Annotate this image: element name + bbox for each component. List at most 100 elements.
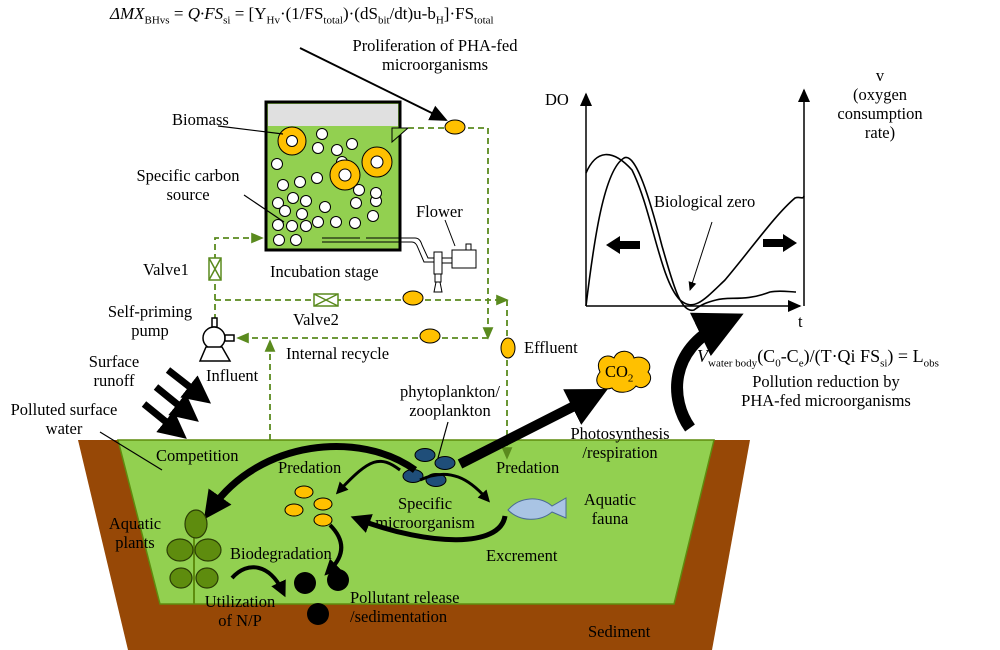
graph-t-label: t xyxy=(798,312,803,331)
biomass-label: Biomass xyxy=(172,110,229,129)
co2-label: CO2 xyxy=(605,362,633,388)
valve2-label: Valve2 xyxy=(293,310,339,329)
fish-icon xyxy=(507,497,567,520)
runoff-arrows xyxy=(141,367,212,439)
eq-term: Q·FS xyxy=(187,4,224,23)
pump-label: Self-priming pump xyxy=(95,302,205,340)
photosynthesis-label: Photosynthesis /respiration xyxy=(560,424,680,462)
plankton-cells xyxy=(402,448,456,487)
proliferation-label: Proliferation of PHA-fed microorganisms xyxy=(330,36,540,74)
label-line: Aquatic xyxy=(583,490,637,509)
eq-sub: si xyxy=(880,357,888,370)
specific-micro-label: Specific microorganism xyxy=(360,494,490,532)
valve2-icon[interactable] xyxy=(313,293,339,307)
biodegradation-label: Biodegradation xyxy=(230,544,332,563)
label-line: water xyxy=(45,419,83,438)
eq-term: )·(dS xyxy=(342,4,378,23)
pha-particles xyxy=(284,485,333,527)
label-line: Photosynthesis xyxy=(570,424,670,443)
eq-term: -C xyxy=(780,346,799,366)
eq-term: /dt)u-b xyxy=(389,4,436,23)
label-line: /sedimentation xyxy=(350,607,448,626)
pha-capsules xyxy=(402,119,516,359)
polluted-water-pointer xyxy=(99,431,163,471)
carbon-source-particles xyxy=(271,128,382,246)
label-line: v xyxy=(875,66,885,85)
label-line: pump xyxy=(131,321,169,340)
aquatic-plant-icon xyxy=(166,509,222,604)
eq-term: ) = L xyxy=(887,346,924,366)
eq-sub: 0 xyxy=(775,357,781,370)
label-line: Aquatic xyxy=(108,514,162,533)
eq-term: ·(1/FS xyxy=(279,4,324,23)
photosynthesis-arrow xyxy=(457,388,608,469)
pollution-equation: Vwater body(C0-Ce)/(T·Qi FSsi) = Lobs xyxy=(697,346,939,370)
eq-sub: H xyxy=(435,14,444,27)
eq-sub: total xyxy=(323,14,343,27)
label-line: runoff xyxy=(93,371,135,390)
surface-runoff-label: Surface runoff xyxy=(74,352,154,390)
aquatic-fauna-label: Aquatic fauna xyxy=(570,490,650,528)
co2-cloud-icon xyxy=(596,350,652,393)
shift-arrows xyxy=(606,234,797,254)
pollution-reduction-label: Pollution reduction by PHA-fed microorga… xyxy=(706,372,946,410)
label-line: Surface xyxy=(88,352,140,371)
label-line: Pollutant release xyxy=(350,588,460,607)
label-line: /respiration xyxy=(582,443,658,462)
label-line: Polluted surface xyxy=(10,400,118,419)
polluted-water-label: Polluted surface water xyxy=(0,400,128,438)
carbon-source-label: Specific carbon source xyxy=(128,166,248,204)
pollutant-particles xyxy=(294,569,349,625)
label-line: source xyxy=(166,185,210,204)
label-line: plants xyxy=(115,533,155,552)
reduction-arrow xyxy=(671,312,744,432)
co2-sub: 2 xyxy=(627,372,634,385)
eq-sub: bit xyxy=(377,14,390,27)
label-line: consumption xyxy=(837,104,923,123)
label-line: fauna xyxy=(591,509,629,528)
biological-zero-label: Biological zero xyxy=(654,192,756,211)
predation-left-label: Predation xyxy=(278,458,342,477)
flower-label: Flower xyxy=(416,202,463,221)
label-line: Utilization xyxy=(204,592,276,611)
ecosystem-arrows xyxy=(203,443,508,598)
aeration-pipe xyxy=(322,219,477,293)
effluent-label: Effluent xyxy=(524,338,578,357)
plankton-label: phytoplankton/ zooplankton xyxy=(380,382,520,420)
label-line: Specific carbon xyxy=(136,166,240,185)
pollutant-release-label: Pollutant release /sedimentation xyxy=(350,588,460,626)
influent-label: Influent xyxy=(206,366,259,385)
eq-term: ΔMX xyxy=(110,4,145,23)
growth-equation: ΔMXBHvs = Q·FSsi = [YHv·(1/FStotal)·(dSb… xyxy=(110,4,494,27)
eq-term: ]·FS xyxy=(443,4,475,23)
competition-label: Competition xyxy=(156,446,239,465)
label-line: phytoplankton/ xyxy=(400,382,500,401)
do-graph xyxy=(580,88,810,312)
eq-sub: obs xyxy=(923,357,939,370)
do-curve xyxy=(585,153,805,306)
oxygen-consumption-curve xyxy=(585,156,797,311)
carbon-pointer xyxy=(243,194,285,223)
excrement-label: Excrement xyxy=(486,546,558,565)
label-line: Specific xyxy=(397,494,453,513)
graph-v-label: v (oxygen consumption rate) xyxy=(810,66,950,142)
eq-term: V xyxy=(697,346,708,366)
pipe-network xyxy=(214,127,513,460)
label-line: microorganism xyxy=(375,513,475,532)
sediment-label: Sediment xyxy=(588,622,651,641)
eq-sub: Hv xyxy=(266,14,280,27)
eq-term: (C xyxy=(757,346,776,366)
biomass-particles xyxy=(277,126,393,191)
label-line: Self-priming xyxy=(107,302,193,321)
predation-right-label: Predation xyxy=(496,458,560,477)
label-line: microorganisms xyxy=(381,55,489,74)
eq-sub: BHvs xyxy=(144,14,170,27)
pump-icon[interactable] xyxy=(198,317,235,362)
eq-term: [Y xyxy=(248,4,267,23)
label-line: zooplankton xyxy=(409,401,491,420)
proliferation-pointer xyxy=(299,47,448,121)
valve1-icon[interactable] xyxy=(208,257,222,281)
label-line: (oxygen xyxy=(852,85,908,104)
label-line: PHA-fed microorganisms xyxy=(741,391,911,410)
